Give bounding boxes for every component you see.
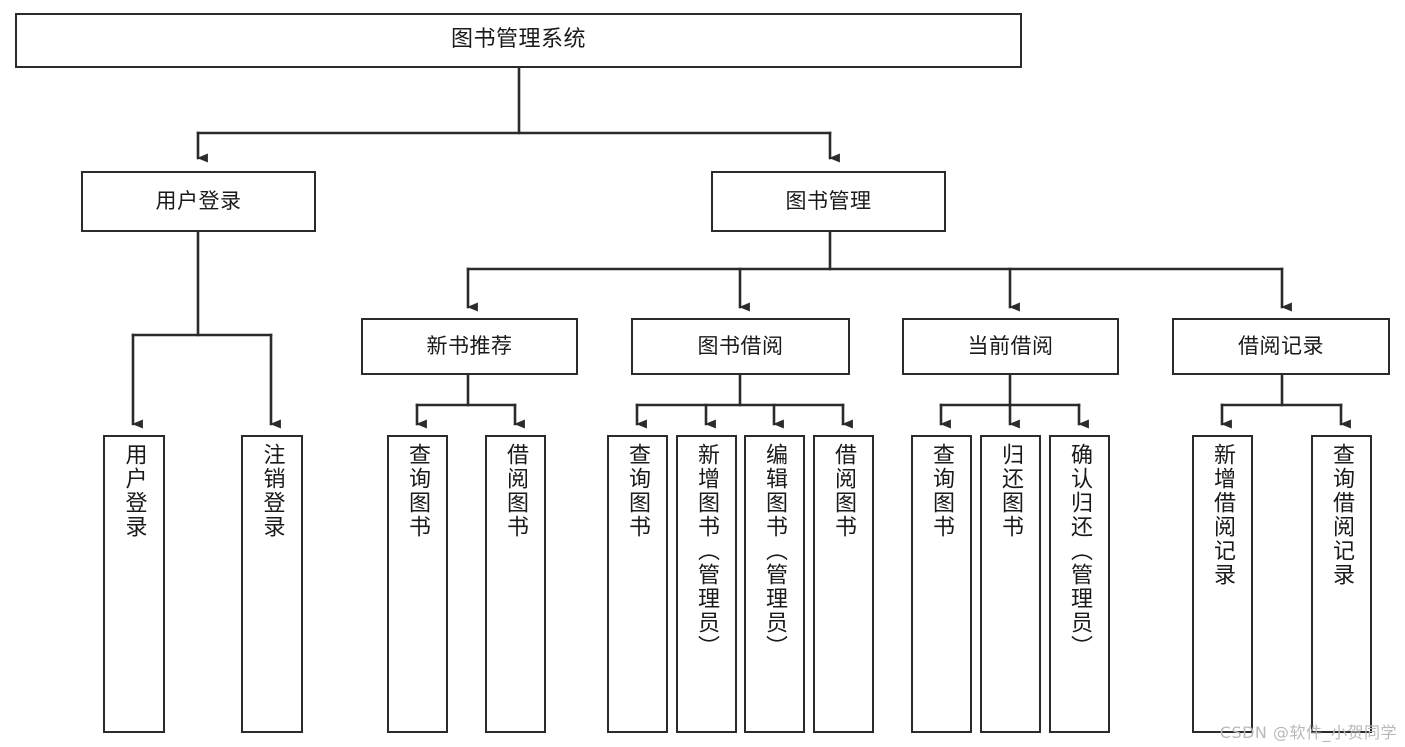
leaf-borrow-book-borrow[interactable]: 借阅图书: [813, 435, 874, 733]
node-borrow-record[interactable]: 借阅记录: [1172, 318, 1390, 375]
leaf-borrow-book-recommend[interactable]: 借阅图书: [485, 435, 546, 733]
leaf-user-login-label: 用户登录: [121, 443, 147, 539]
leaf-edit-book-admin[interactable]: 编辑图书（管理员）: [744, 435, 805, 733]
leaf-add-book-admin[interactable]: 新增图书（管理员）: [676, 435, 737, 733]
node-book-management-label: 图书管理: [785, 188, 872, 213]
leaf-query-book-recommend-label: 查询图书: [405, 443, 431, 539]
node-book-borrow-label: 图书借阅: [697, 333, 784, 358]
node-book-borrow[interactable]: 图书借阅: [631, 318, 850, 375]
leaf-return-book-label: 归还图书: [998, 443, 1024, 539]
leaf-logout-login-label: 注销登录: [259, 443, 285, 539]
csdn-watermark: CSDN @软件_小贺同学: [1219, 723, 1397, 742]
leaf-edit-book-admin-label: 编辑图书（管理员）: [762, 443, 788, 659]
leaf-borrow-book-borrow-label: 借阅图书: [831, 443, 857, 539]
leaf-borrow-book-recommend-label: 借阅图书: [503, 443, 529, 539]
node-new-book-recommend[interactable]: 新书推荐: [361, 318, 578, 375]
leaf-query-borrow-record[interactable]: 查询借阅记录: [1311, 435, 1372, 733]
leaf-query-book-borrow-label: 查询图书: [625, 443, 651, 539]
leaf-query-borrow-record-label: 查询借阅记录: [1329, 443, 1355, 587]
leaf-add-borrow-record-label: 新增借阅记录: [1210, 443, 1236, 587]
leaf-query-book-recommend[interactable]: 查询图书: [387, 435, 448, 733]
node-book-management[interactable]: 图书管理: [711, 171, 946, 232]
leaf-add-borrow-record[interactable]: 新增借阅记录: [1192, 435, 1253, 733]
leaf-confirm-return-admin-label: 确认归还（管理员）: [1067, 443, 1093, 659]
leaf-query-book-current[interactable]: 查询图书: [911, 435, 972, 733]
node-root-label: 图书管理系统: [450, 27, 586, 53]
leaf-return-book[interactable]: 归还图书: [980, 435, 1041, 733]
node-root-book-management-system[interactable]: 图书管理系统: [15, 13, 1022, 68]
node-user-login-label: 用户登录: [155, 188, 242, 213]
leaf-user-login[interactable]: 用户登录: [103, 435, 165, 733]
node-current-borrow-label: 当前借阅: [967, 333, 1054, 358]
leaf-query-book-borrow[interactable]: 查询图书: [607, 435, 668, 733]
leaf-query-book-current-label: 查询图书: [929, 443, 955, 539]
node-borrow-record-label: 借阅记录: [1238, 333, 1324, 358]
leaf-add-book-admin-label: 新增图书（管理员）: [694, 443, 720, 659]
node-new-book-recommend-label: 新书推荐: [426, 333, 513, 358]
node-current-borrow[interactable]: 当前借阅: [902, 318, 1119, 375]
leaf-logout-login[interactable]: 注销登录: [241, 435, 303, 733]
node-user-login[interactable]: 用户登录: [81, 171, 316, 232]
leaf-confirm-return-admin[interactable]: 确认归还（管理员）: [1049, 435, 1110, 733]
